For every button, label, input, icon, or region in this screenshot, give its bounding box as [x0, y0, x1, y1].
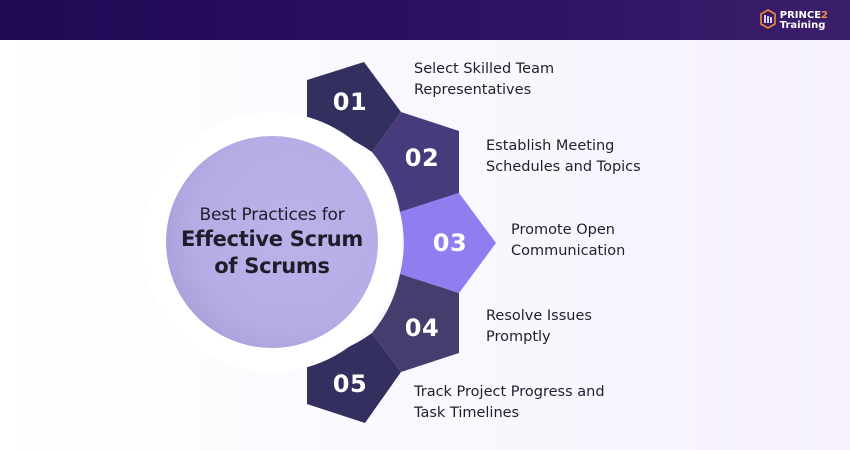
step-label-01: Select Skilled Team Representatives: [414, 59, 554, 101]
segment-04: [372, 274, 459, 372]
step-label-04: Resolve Issues Promptly: [486, 306, 592, 348]
step-label-02-line2: Schedules and Topics: [486, 159, 641, 175]
step-label-02: Establish Meeting Schedules and Topics: [486, 136, 641, 178]
center-title-line1: Effective Scrum: [180, 227, 364, 251]
step-label-03-line1: Promote Open: [511, 222, 615, 238]
brand-name-main: PRINCE: [779, 10, 822, 21]
step-label-05-line1: Track Project Progress and: [414, 384, 605, 400]
segment-02: [372, 112, 459, 212]
step-label-01-line1: Select Skilled Team: [414, 61, 555, 77]
brand-name-bottom: Training: [779, 20, 826, 31]
center-circle: [166, 136, 378, 348]
step-number-05: 05: [332, 370, 368, 398]
step-number-01: 01: [332, 88, 368, 116]
step-number-02: 02: [404, 144, 440, 172]
step-number-03: 03: [432, 229, 468, 257]
step-label-05-line2: Task Timelines: [414, 405, 520, 421]
step-label-03: Promote Open Communication: [511, 220, 625, 262]
center-subtitle: Best Practices for: [199, 205, 345, 225]
brand-logo[interactable]: PRINCE2 Training: [759, 9, 828, 33]
brand-name-accent: 2: [821, 10, 828, 21]
step-number-04: 04: [404, 314, 440, 342]
center-title-line2: of Scrums: [214, 254, 330, 278]
step-label-01-line2: Representatives: [414, 82, 532, 98]
step-label-02-line1: Establish Meeting: [486, 138, 615, 154]
step-label-04-line1: Resolve Issues: [486, 308, 592, 324]
segment-03: [400, 193, 496, 293]
prince2-shield-logo-icon: [759, 9, 776, 33]
step-label-04-line2: Promptly: [486, 329, 551, 345]
center-title-block: Best Practices for Effective Scrum of Sc…: [166, 136, 378, 348]
header-bar: PRINCE2 Training: [0, 0, 850, 40]
step-label-05: Track Project Progress and Task Timeline…: [414, 382, 605, 424]
brand-name-top: PRINCE2: [780, 11, 828, 21]
step-label-03-line2: Communication: [511, 243, 626, 259]
